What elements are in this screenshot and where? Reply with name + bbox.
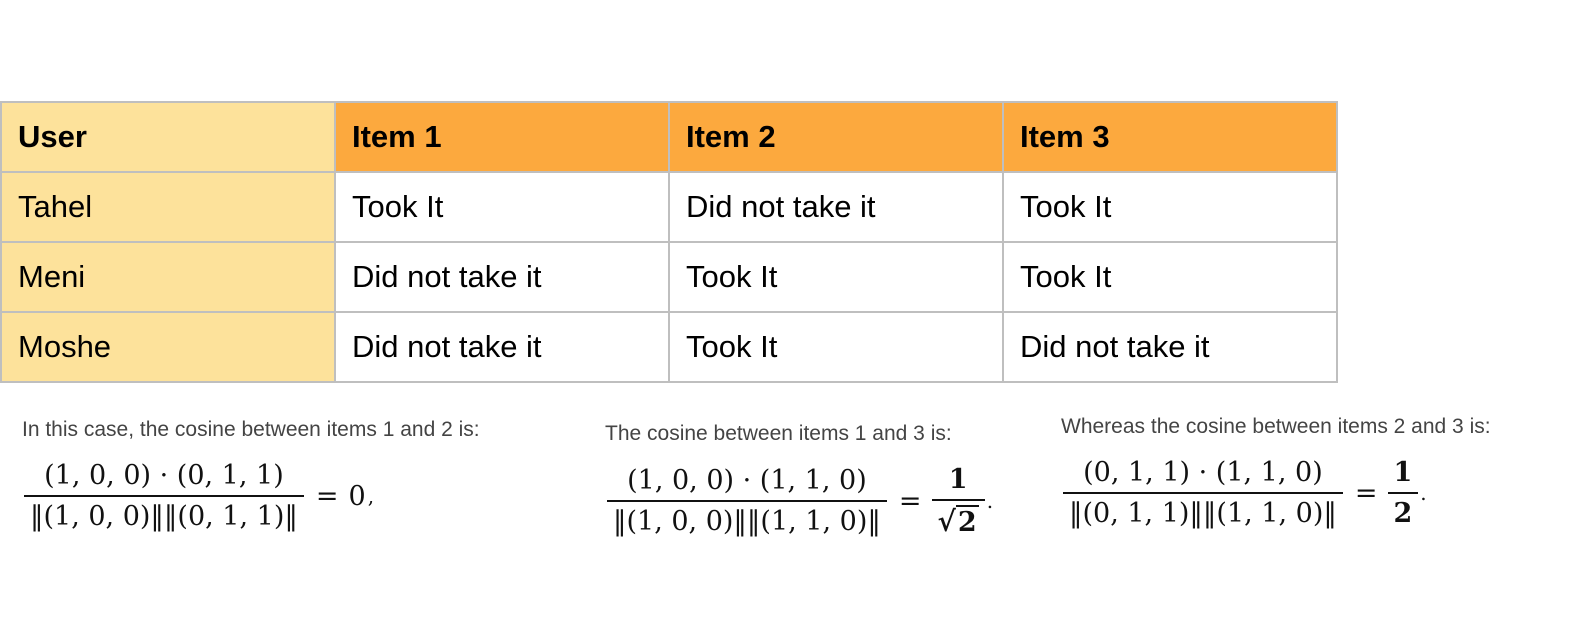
user-cell: Moshe <box>0 311 336 383</box>
user-cell: Tahel <box>0 171 336 243</box>
caption-items-1-3: The cosine between items 1 and 3 is: <box>605 422 952 445</box>
table-row: Meni Did not take it Took It Took It <box>0 241 1338 313</box>
table-cell: Took It <box>1002 171 1338 243</box>
fraction: (0, 1, 1) · (1, 1, 0) ‖(0, 1, 1)‖‖(1, 1,… <box>1063 457 1343 529</box>
square-root: √ 2 <box>938 505 979 538</box>
fraction-denominator: ‖(1, 0, 0)‖‖(1, 1, 0)‖ <box>607 500 887 537</box>
fraction-denominator: ‖(1, 0, 0)‖‖(0, 1, 1)‖ <box>24 495 304 532</box>
table-header-row: User Item 1 Item 2 Item 3 <box>0 101 1338 173</box>
equals-sign: = <box>1354 477 1378 509</box>
table-row: Tahel Took It Did not take it Took It <box>0 171 1338 243</box>
result-denominator: √ 2 <box>931 499 985 538</box>
square-root-symbol: √ <box>937 505 956 538</box>
fraction-numerator: (1, 0, 0) · (0, 1, 1) <box>44 460 284 491</box>
header-cell-user: User <box>0 101 336 173</box>
fraction-numerator: (0, 1, 1) · (1, 1, 0) <box>1083 457 1323 488</box>
user-cell: Meni <box>0 241 336 313</box>
fraction: (1, 0, 0) · (0, 1, 1) ‖(1, 0, 0)‖‖(0, 1,… <box>24 460 304 532</box>
table-cell: Took It <box>668 311 1004 383</box>
caption-items-1-2: In this case, the cosine between items 1… <box>22 418 480 441</box>
formula-items-1-3: (1, 0, 0) · (1, 1, 0) ‖(1, 0, 0)‖‖(1, 1,… <box>607 464 993 538</box>
table-cell: Did not take it <box>1002 311 1338 383</box>
table-cell: Did not take it <box>334 311 670 383</box>
user-item-table: User Item 1 Item 2 Item 3 Tahel Took It … <box>0 101 1338 383</box>
formula-punctuation: , <box>367 484 375 508</box>
header-cell-item-2: Item 2 <box>668 101 1004 173</box>
formula-result: 0 <box>348 480 366 512</box>
square-root-argument: 2 <box>955 505 979 538</box>
caption-items-2-3: Whereas the cosine between items 2 and 3… <box>1061 415 1491 438</box>
result-numerator: 1 <box>948 464 968 495</box>
fraction-denominator: ‖(0, 1, 1)‖‖(1, 1, 0)‖ <box>1063 492 1343 529</box>
formula-punctuation: . <box>1420 481 1427 505</box>
formula-punctuation: . <box>986 489 994 513</box>
result-numerator: 1 <box>1393 457 1413 488</box>
header-cell-item-3: Item 3 <box>1002 101 1338 173</box>
equals-sign: = <box>315 480 339 512</box>
fraction-numerator: (1, 0, 0) · (1, 1, 0) <box>627 465 867 496</box>
table-cell: Took It <box>668 241 1004 313</box>
equals-sign: = <box>898 485 922 517</box>
table-cell: Did not take it <box>334 241 670 313</box>
formula-items-2-3: (0, 1, 1) · (1, 1, 0) ‖(0, 1, 1)‖‖(1, 1,… <box>1063 457 1427 529</box>
table-row: Moshe Did not take it Took It Did not ta… <box>0 311 1338 383</box>
result-denominator: 2 <box>1387 492 1419 529</box>
table-cell: Took It <box>1002 241 1338 313</box>
table-cell: Took It <box>334 171 670 243</box>
formula-items-1-2: (1, 0, 0) · (0, 1, 1) ‖(1, 0, 0)‖‖(0, 1,… <box>24 460 374 532</box>
fraction: (1, 0, 0) · (1, 1, 0) ‖(1, 0, 0)‖‖(1, 1,… <box>607 465 887 537</box>
header-cell-item-1: Item 1 <box>334 101 670 173</box>
table-cell: Did not take it <box>668 171 1004 243</box>
result-fraction: 1 √ 2 <box>931 464 985 538</box>
result-fraction: 1 2 <box>1387 457 1419 529</box>
